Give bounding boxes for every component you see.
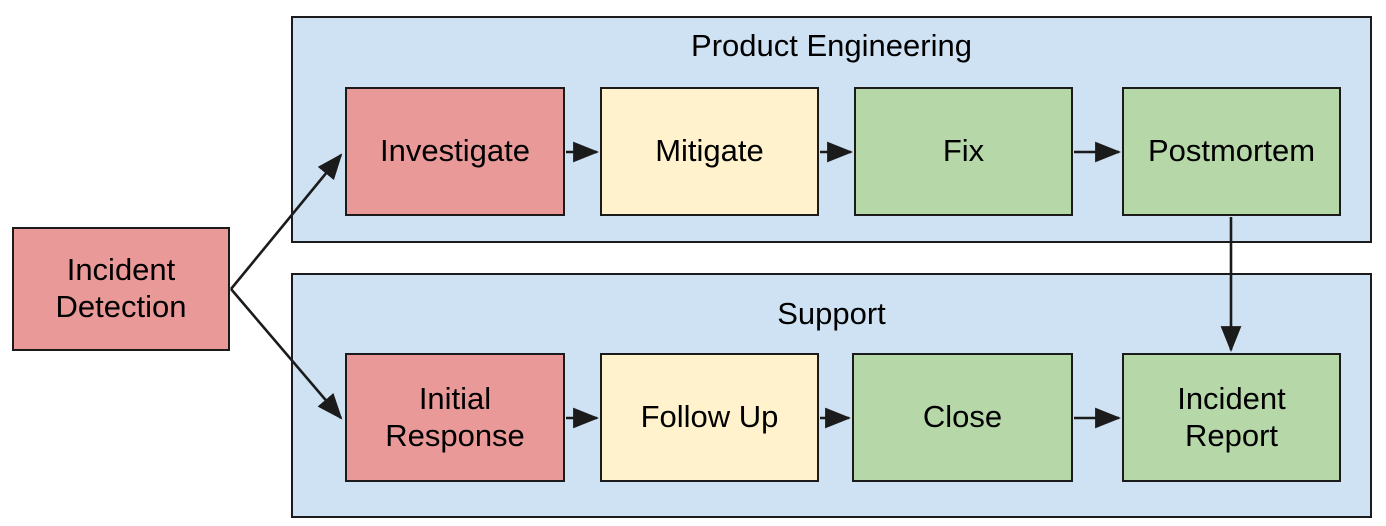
node-initial-response[interactable]: Initial Response [345, 353, 565, 482]
node-incident-report[interactable]: Incident Report [1122, 353, 1341, 482]
node-mitigate[interactable]: Mitigate [600, 87, 819, 216]
swimlane-support-label: Support [777, 296, 886, 331]
node-investigate[interactable]: Investigate [345, 87, 565, 216]
node-postmortem-label: Postmortem [1147, 133, 1316, 169]
node-close-label: Close [922, 399, 1003, 435]
node-investigate-label: Investigate [380, 133, 530, 169]
node-close[interactable]: Close [852, 353, 1073, 482]
swimlane-product-engineering-label: Product Engineering [691, 28, 972, 63]
node-incident-report-line-2: Report [1184, 417, 1279, 453]
node-initial-response-line-1: Initial [418, 380, 492, 416]
node-incident-detection[interactable]: Incident Detection [12, 227, 230, 351]
node-incident-detection-line-1: Incident [66, 252, 176, 288]
node-follow-up-label: Follow Up [640, 399, 779, 435]
node-fix-label: Fix [942, 133, 985, 169]
node-postmortem[interactable]: Postmortem [1122, 87, 1341, 216]
node-fix[interactable]: Fix [854, 87, 1073, 216]
node-incident-detection-line-2: Detection [55, 289, 187, 324]
node-initial-response-line-2: Response [385, 417, 525, 453]
node-follow-up[interactable]: Follow Up [600, 353, 819, 482]
node-mitigate-label: Mitigate [655, 133, 764, 169]
node-incident-report-line-1: Incident [1177, 380, 1286, 416]
